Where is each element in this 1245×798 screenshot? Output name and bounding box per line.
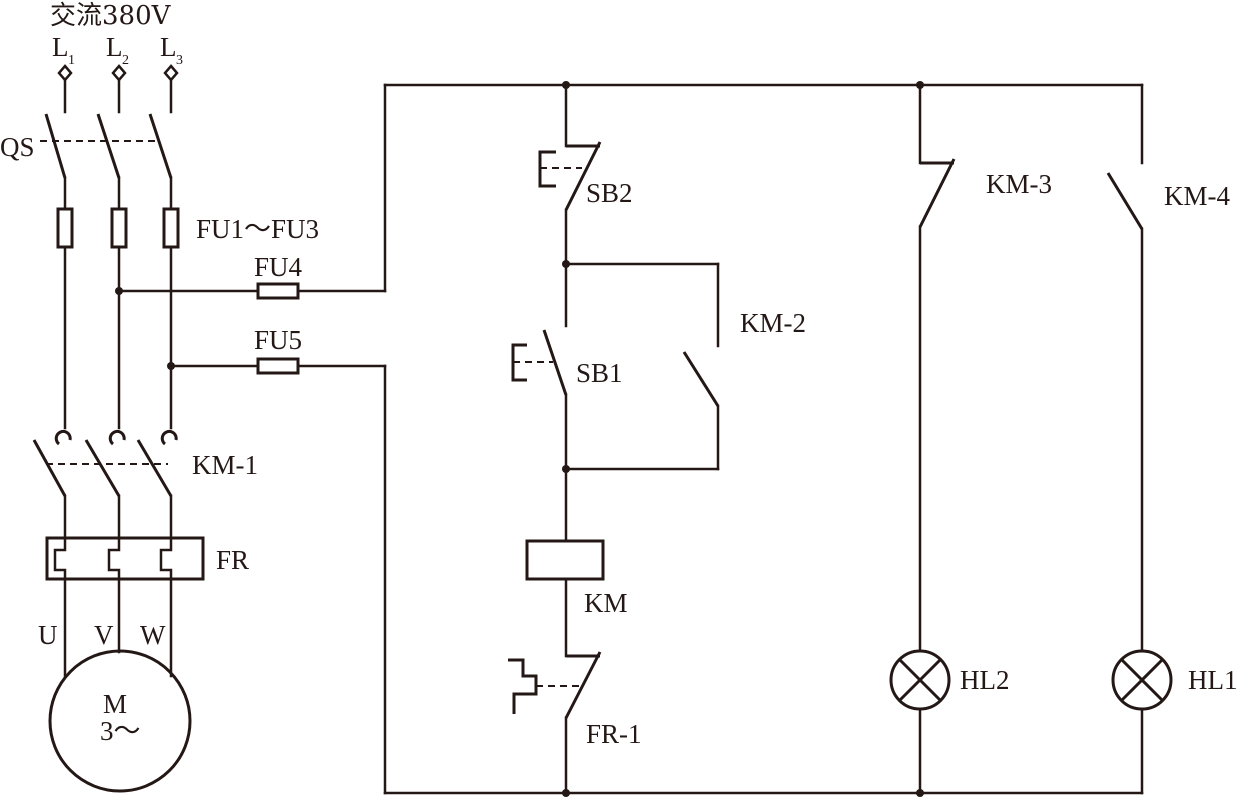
terminal-v-label: V <box>94 620 114 650</box>
phase-label-l2: L 2 <box>106 32 129 68</box>
terminal-l2 <box>111 64 127 114</box>
terminal-w-label: W <box>140 620 166 650</box>
fr1-label: FR-1 <box>586 719 642 749</box>
qs-isolator-switch <box>40 113 173 179</box>
phase-label-l3: L 3 <box>160 32 183 68</box>
sb2-stop-button <box>538 141 602 211</box>
svg-text:1: 1 <box>68 53 75 68</box>
fr-thermal-relay <box>45 536 205 581</box>
fu1-fu3-label: FU1～FU3 <box>196 214 319 244</box>
svg-text:L: L <box>160 32 177 62</box>
phase-label-l1: L 1 <box>52 32 75 68</box>
km-coil-label: KM <box>584 588 628 618</box>
hl1-indicator-lamp <box>1111 649 1173 711</box>
fuse-fu2 <box>110 207 128 249</box>
hl2-label: HL2 <box>960 665 1010 695</box>
fr1-overload-contact <box>508 651 602 719</box>
terminal-u-label: U <box>38 620 58 650</box>
fuse-fu4 <box>256 282 300 300</box>
junction-dot <box>562 465 570 473</box>
sb1-start-button <box>511 329 568 396</box>
svg-text:2: 2 <box>122 53 129 68</box>
terminal-l1 <box>57 64 73 114</box>
hl2-indicator-lamp <box>889 649 951 711</box>
svg-text:3: 3 <box>176 53 183 68</box>
km2-holding-contact <box>682 351 720 407</box>
motor-label: M <box>103 689 127 719</box>
fuse-fu5 <box>256 357 300 375</box>
km1-label: KM-1 <box>192 450 258 480</box>
fr-label: FR <box>216 545 249 575</box>
sb1-label: SB1 <box>576 358 623 388</box>
km4-label: KM-4 <box>1164 181 1230 211</box>
qs-label: QS <box>0 132 35 162</box>
supply-title: 交流380V <box>50 1 172 31</box>
motor-symbol <box>48 649 192 793</box>
motor-type-label: 3～ <box>100 716 141 746</box>
fu4-label: FU4 <box>254 252 303 282</box>
km3-label: KM-3 <box>986 169 1052 199</box>
terminal-l3 <box>163 64 179 114</box>
svg-text:L: L <box>106 32 123 62</box>
fuse-fu1 <box>56 207 74 249</box>
km4-no-contact <box>1106 172 1144 230</box>
fu5-label: FU5 <box>254 325 302 355</box>
hl1-label: HL1 <box>1188 665 1238 695</box>
km2-label: KM-2 <box>740 308 806 338</box>
sb2-label: SB2 <box>586 178 633 208</box>
fuse-fu3 <box>162 207 180 249</box>
km3-nc-contact <box>918 158 956 228</box>
km-coil <box>525 539 605 581</box>
svg-text:L: L <box>52 32 69 62</box>
km1-main-contacts <box>32 429 178 497</box>
